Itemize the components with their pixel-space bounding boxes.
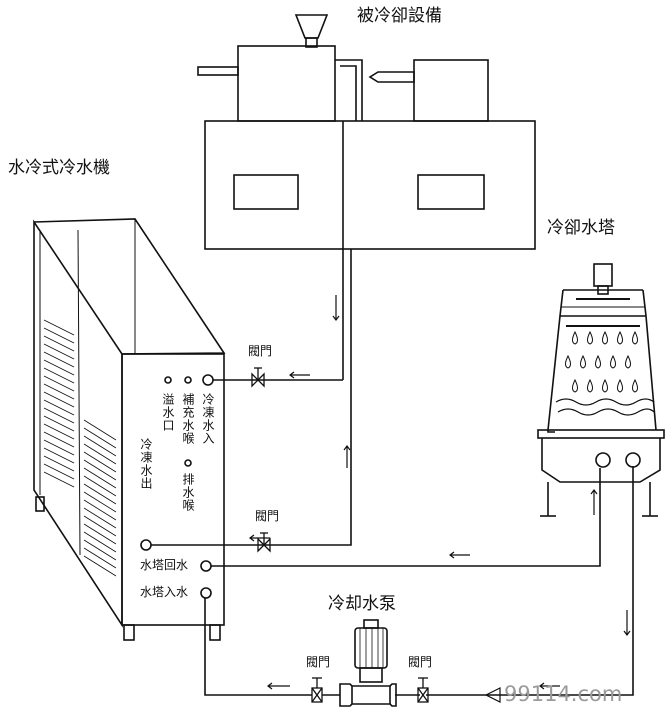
equipment-pipes	[335, 59, 363, 380]
chiller-top-panel	[33, 218, 226, 355]
chiller-front-panel	[121, 353, 225, 626]
basin-port-inlet	[625, 452, 641, 468]
equipment-window-left	[233, 174, 299, 210]
arrow-left-icon	[249, 534, 270, 542]
caster-icon	[123, 624, 135, 641]
port-tower-inlet	[200, 587, 212, 599]
port-makeup-water	[184, 376, 192, 384]
chilled-water-in-label: 冷凍水入	[201, 393, 215, 445]
arrow-down-icon	[623, 610, 631, 636]
equipment-unit-right	[413, 59, 489, 122]
overflow-port-label: 溢水口	[161, 393, 175, 432]
valve-icon	[311, 677, 323, 703]
water-chiller-label: 水冷式冷水機	[8, 158, 110, 178]
caster-icon	[209, 624, 221, 641]
arrow-left-icon	[267, 682, 290, 690]
valve-label: 閥門	[248, 344, 273, 358]
arrow-up-icon	[343, 445, 351, 468]
makeup-water-nozzle-label: 補充水喉	[181, 393, 195, 445]
port-chilled-water-out	[140, 539, 152, 551]
equipment-unit-left	[237, 45, 336, 122]
valve-label: 閥門	[306, 655, 331, 669]
tower-inlet-label: 水塔入水	[140, 585, 189, 599]
port-overflow	[164, 376, 172, 384]
fan-motor-icon	[593, 263, 613, 287]
cooled-equipment	[197, 14, 536, 250]
valve-icon	[417, 677, 429, 703]
nozzle-icon	[368, 71, 415, 83]
equipment-base	[204, 120, 536, 250]
cooled-equipment-label: 被冷卻設備	[357, 6, 442, 26]
arrow-up-icon	[590, 489, 598, 515]
valve-label: 閥門	[255, 509, 280, 523]
tower-return-label: 水塔回水	[140, 558, 189, 572]
port-tower-return	[200, 560, 212, 572]
caster-icon	[35, 496, 45, 512]
valve-icon	[251, 367, 265, 388]
arrow-left-icon	[484, 687, 501, 703]
basin-port-outlet	[595, 452, 611, 468]
arrow-left-icon	[539, 682, 560, 690]
cooling-pump-label: 冷却水泵	[328, 594, 396, 614]
piping	[151, 350, 634, 696]
equipment-shaft	[197, 66, 239, 76]
chilled-water-out-label: 冷凍水出	[139, 438, 153, 490]
flow-arrows	[249, 295, 631, 703]
port-drain	[184, 459, 192, 467]
equipment-window-right	[417, 174, 485, 210]
basin	[541, 438, 661, 483]
watermark: 99114.com	[504, 682, 623, 706]
water-chiller-cabinet	[33, 218, 226, 641]
basin-rim	[537, 429, 665, 439]
cooling-tower	[537, 263, 665, 517]
water-droplets	[565, 330, 638, 393]
pump-body	[339, 683, 397, 707]
cooling-tower-label: 冷卻水塔	[547, 218, 615, 238]
pump-coupling	[359, 667, 383, 683]
pump-cap	[363, 619, 379, 629]
drain-nozzle-label: 排水喉	[181, 473, 195, 512]
valve-label: 閥門	[408, 655, 433, 669]
arrow-down-icon	[332, 295, 340, 321]
arrow-left-icon	[449, 551, 470, 559]
valves	[251, 367, 429, 703]
arrow-left-icon	[289, 371, 310, 379]
cooling-pump	[339, 619, 397, 707]
hopper-icon	[294, 14, 329, 39]
valve-icon	[257, 532, 271, 553]
port-chilled-water-in	[202, 374, 214, 386]
hopper-neck	[305, 37, 318, 48]
